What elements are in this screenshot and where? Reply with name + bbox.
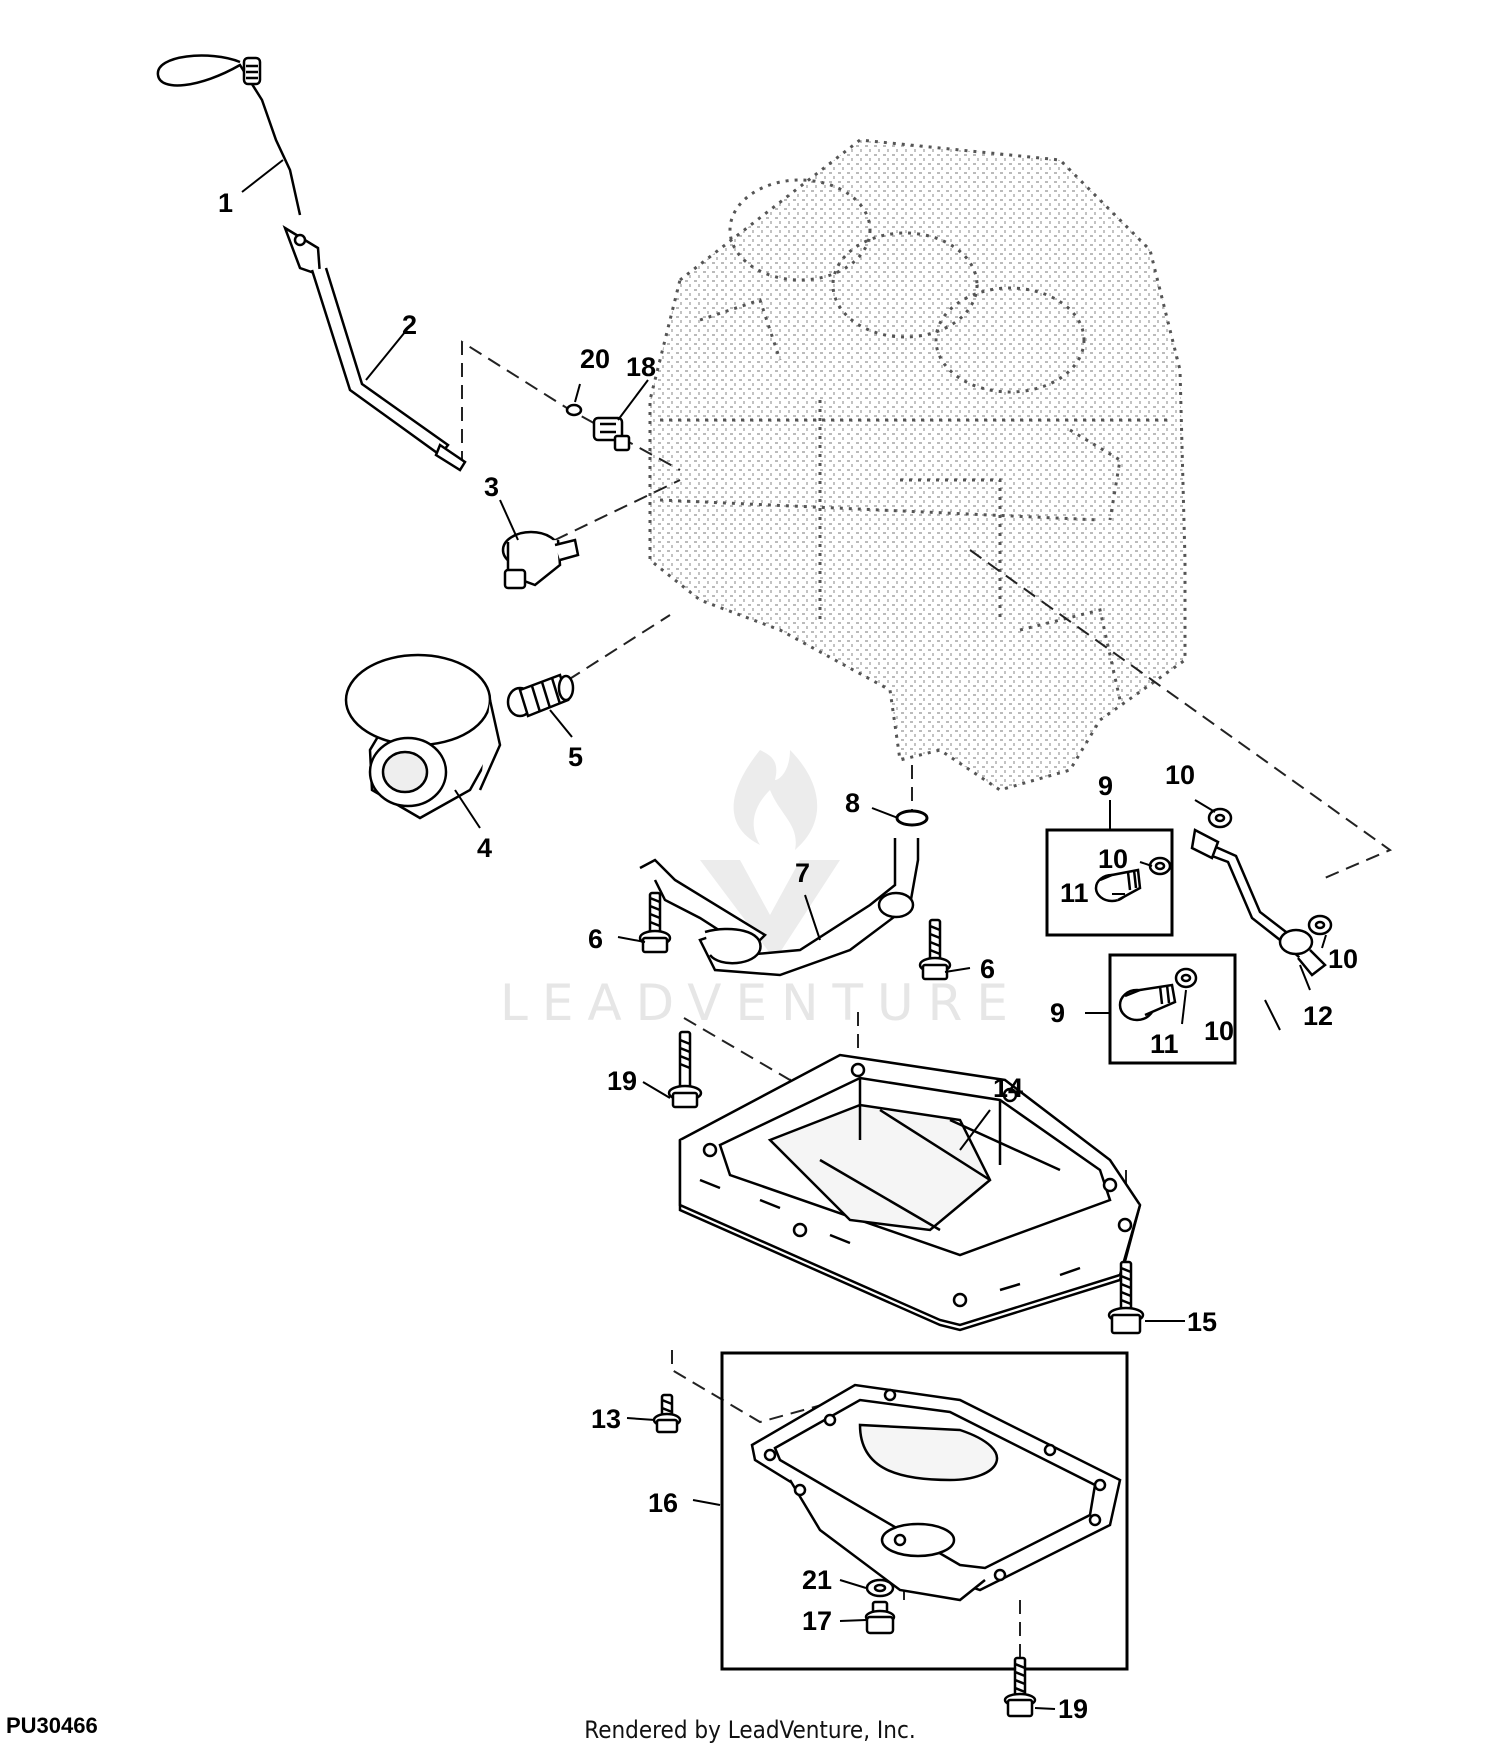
engine-block: [648, 138, 1187, 792]
watermark: LEADVENTURE: [500, 750, 1022, 1032]
filter-nipple: [506, 673, 575, 718]
callout-10-top: 10: [1165, 760, 1195, 790]
sealing-washer-upper: [1148, 856, 1172, 876]
oil-pressure-switch: [501, 530, 580, 590]
pan-bolt-upper: [667, 1030, 703, 1109]
callout-labels: 1 2 20 18 3 5 4 8 7 6 6 9 10 10 11 10 12…: [218, 188, 1358, 1724]
sealing-washer-lower: [1174, 967, 1198, 989]
callout-7: 7: [795, 858, 810, 888]
oil-strainer-pipe: [639, 838, 920, 977]
callout-19-lower: 19: [1058, 1694, 1088, 1724]
callout-18: 18: [626, 352, 656, 382]
drain-plug: [864, 1600, 896, 1635]
callout-5: 5: [568, 742, 583, 772]
render-credit: Rendered by LeadVenture, Inc.: [584, 1716, 916, 1744]
callout-20: 20: [580, 344, 610, 374]
oil-pan-kit-box: [720, 1351, 1129, 1671]
callout-16: 16: [648, 1488, 678, 1518]
callout-10-lower: 10: [1204, 1016, 1234, 1046]
callout-13: 13: [591, 1404, 621, 1434]
oil-filter: [344, 653, 502, 820]
callout-2: 2: [402, 310, 417, 340]
callout-3: 3: [484, 472, 499, 502]
pan-bolt-small: [652, 1393, 682, 1434]
watermark-text: LEADVENTURE: [500, 974, 1022, 1032]
callout-6-left: 6: [588, 924, 603, 954]
callout-leaders: [241, 159, 1327, 1710]
callout-19-upper: 19: [607, 1066, 637, 1096]
pan-bolt-lower: [1003, 1656, 1037, 1718]
oil-line: [1190, 828, 1327, 977]
oil-pan-lower: [750, 1383, 1122, 1602]
dipstick: [156, 54, 302, 216]
pickup-o-ring: [895, 809, 929, 827]
callout-11-upper: 11: [1060, 878, 1089, 908]
callout-10-inner: 10: [1098, 844, 1128, 874]
pan-bolt-long: [1107, 1260, 1145, 1335]
dipstick-guide-tube: [282, 225, 467, 472]
sealing-washer-right: [1307, 914, 1333, 936]
callout-1: 1: [218, 188, 233, 218]
callout-9-lower: 9: [1050, 998, 1065, 1028]
plug: [592, 416, 631, 452]
o-ring: [565, 403, 583, 417]
strainer-bolt-right: [918, 918, 952, 981]
assembly-leader-lines: [461, 340, 1393, 1660]
sealing-washer-top: [1207, 807, 1233, 829]
callout-11-lower: 11: [1150, 1029, 1179, 1059]
banjo-bolt-lower: [1118, 983, 1177, 1022]
callout-4: 4: [477, 833, 492, 863]
callout-15: 15: [1187, 1307, 1217, 1337]
callout-12: 12: [1303, 1001, 1333, 1031]
kit-box-lower: [1108, 953, 1237, 1065]
drain-plug-washer: [865, 1578, 895, 1598]
callout-6-right: 6: [980, 954, 995, 984]
callout-8: 8: [845, 788, 860, 818]
banjo-bolt-upper: [1094, 868, 1142, 903]
callout-14: 14: [993, 1073, 1023, 1103]
callout-10-right: 10: [1328, 944, 1358, 974]
callout-21: 21: [802, 1565, 832, 1595]
oil-pan-upper: [678, 1053, 1142, 1332]
callout-17: 17: [802, 1606, 832, 1636]
strainer-bolt: [638, 891, 672, 954]
callout-9-upper: 9: [1098, 771, 1113, 801]
figure-id: PU30466: [6, 1713, 98, 1738]
